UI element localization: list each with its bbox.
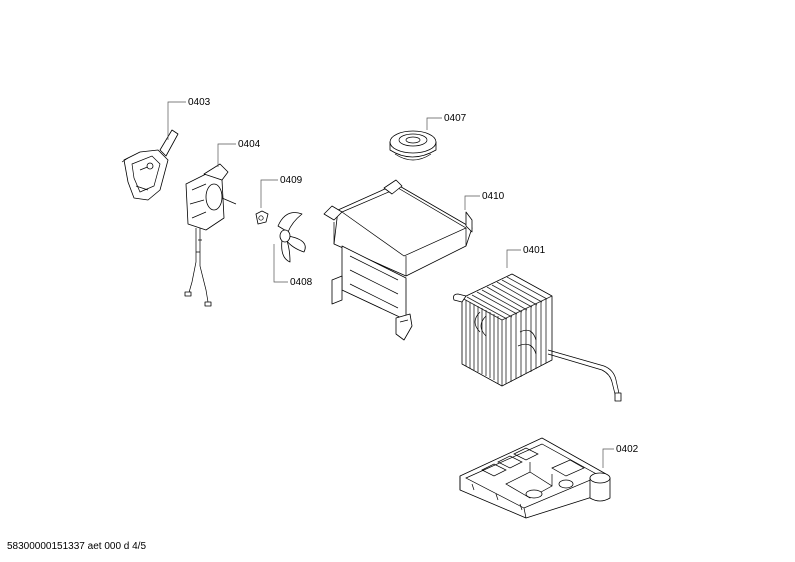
part-label-0404[interactable]: 0404 <box>238 139 261 150</box>
leader-line-0409 <box>260 179 278 208</box>
part-label-0407[interactable]: 0407 <box>444 113 467 124</box>
part-label-0408[interactable]: 0408 <box>290 277 313 288</box>
document-id: 58300000151337 aet 000 d 4/5 <box>7 541 147 552</box>
fan-motor-bracket-part[interactable] <box>121 129 179 201</box>
leader-lines <box>167 101 614 468</box>
drip-tray-part[interactable] <box>323 179 473 341</box>
part-label-0401[interactable]: 0401 <box>523 245 546 256</box>
leader-line-0401 <box>506 249 521 268</box>
fan-clip-part[interactable] <box>255 210 269 225</box>
leader-line-0407 <box>426 117 442 130</box>
thermostat-knob-part[interactable] <box>389 130 437 161</box>
part-label-0402[interactable]: 0402 <box>616 444 639 455</box>
part-label-0403[interactable]: 0403 <box>188 97 211 108</box>
evaporator-part[interactable] <box>453 273 622 402</box>
part-label-0409[interactable]: 0409 <box>280 175 303 186</box>
leader-line-0408 <box>273 244 288 283</box>
fan-motor-part[interactable] <box>184 163 237 307</box>
leader-line-0402 <box>602 448 614 468</box>
part-label-0410[interactable]: 0410 <box>482 191 505 202</box>
part-labels: 0403 0404 0409 0408 0407 0410 0401 0402 <box>188 97 639 455</box>
evaporator-holder-part[interactable] <box>459 437 611 519</box>
fan-blade-part[interactable] <box>277 212 306 263</box>
leader-line-0404 <box>217 143 236 167</box>
leader-line-0410 <box>464 195 480 210</box>
leader-line-0403 <box>167 101 186 140</box>
